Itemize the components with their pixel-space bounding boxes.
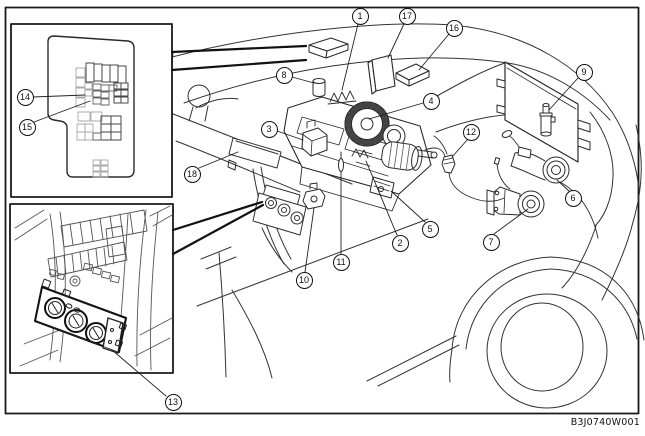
- pressure-switch: [424, 135, 511, 202]
- callout-17: 17: [398, 7, 416, 25]
- callout-18: 18: [183, 165, 201, 183]
- callout-15: 15: [18, 118, 36, 136]
- hvac-unit-assembly: [283, 78, 438, 212]
- callout-4: 4: [422, 92, 440, 110]
- inset-pointer-lines: [170, 44, 308, 256]
- outer-border: [4, 6, 640, 415]
- figure-code: B3J0740W001: [570, 417, 640, 428]
- callout-1: 1: [351, 7, 369, 25]
- car-body-outline: [167, 23, 645, 409]
- receiver-drier: [539, 103, 556, 137]
- relay-box: [308, 37, 349, 59]
- callout-5: 5: [421, 220, 439, 238]
- callout-14: 14: [16, 88, 34, 106]
- fuse-box-inset: [10, 23, 173, 198]
- callout-11: 11: [332, 253, 350, 271]
- center-console-main: [252, 184, 307, 273]
- callout-7: 7: [482, 233, 500, 251]
- callout-10: 10: [295, 271, 313, 289]
- callout-16: 16: [445, 19, 463, 37]
- callout-9: 9: [575, 63, 593, 81]
- callout-12: 12: [462, 123, 480, 141]
- condenser-panel: [496, 61, 591, 163]
- motor-pump: [486, 186, 545, 218]
- center-panel-inset: [9, 203, 174, 374]
- callout-6: 6: [564, 189, 582, 207]
- callout-3: 3: [260, 120, 278, 138]
- callout-leader-lines: [32, 23, 579, 397]
- callout-2: 2: [391, 234, 409, 252]
- cabin-filter-boxes: [367, 54, 430, 95]
- compressor: [501, 130, 570, 184]
- callout-8: 8: [275, 66, 293, 84]
- callout-13: 13: [164, 393, 182, 411]
